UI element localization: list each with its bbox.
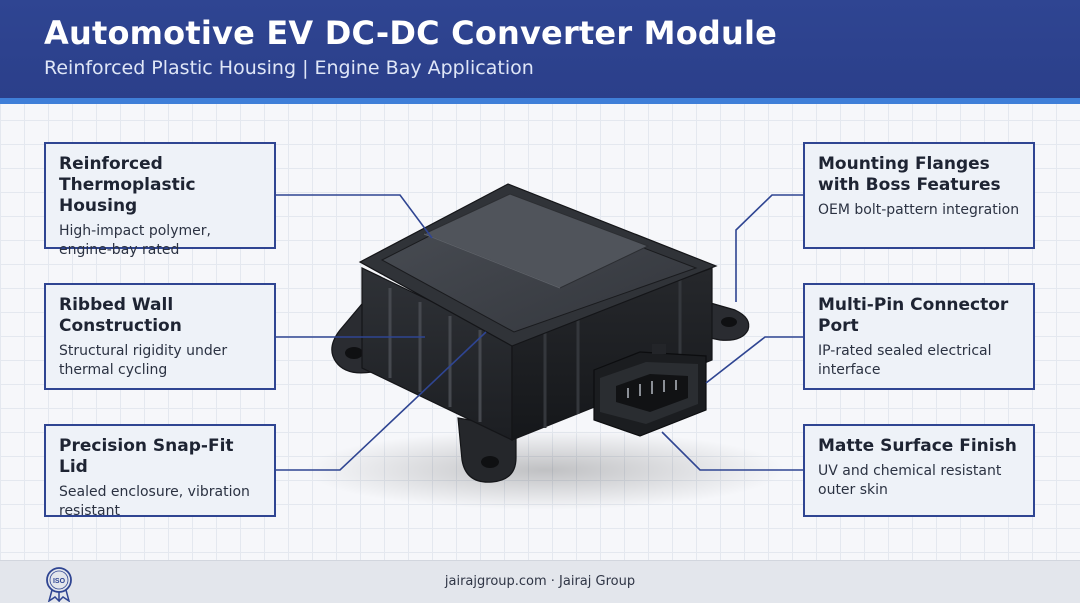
callout-ribbed-wall-desc: Structural rigidity under thermal cyclin… (59, 343, 228, 378)
footer-bar: jairajgroup.com · Jairaj Group (0, 560, 1080, 603)
leader-lid (276, 331, 487, 471)
callout-housing-desc: High-impact polymer, engine-bay rated (59, 223, 211, 258)
page-subtitle: Reinforced Plastic Housing | Engine Bay … (44, 57, 534, 79)
leader-lines (276, 194, 804, 471)
leader-finish (661, 431, 804, 471)
callout-snap-fit-lid-desc: Sealed enclosure, vibration resistant (59, 484, 250, 519)
page-title: Automotive EV DC-DC Converter Module (44, 14, 778, 52)
callout-connector-port-desc: IP-rated sealed electrical interface (818, 343, 992, 378)
callout-housing: Reinforced Thermoplastic Housing High-im… (44, 142, 276, 258)
callout-mounting-flanges-title: Mounting Flanges with Boss Features (818, 154, 1001, 195)
callout-snap-fit-lid-title: Precision Snap-Fit Lid (59, 436, 234, 477)
dc-dc-converter-housing (331, 183, 750, 483)
leader-connector (705, 336, 804, 384)
housing-shadow (305, 430, 785, 510)
header-banner: Automotive EV DC-DC Converter Module Rei… (0, 0, 1080, 104)
callout-surface-finish-desc: UV and chemical resistant outer skin (818, 463, 1002, 498)
callout-mounting-flanges-desc: OEM bolt-pattern integration (818, 202, 1020, 218)
callout-ribbed-wall: Ribbed Wall Construction Structural rigi… (44, 283, 276, 390)
footer-site-link[interactable]: jairajgroup.com · Jairaj Group (444, 574, 636, 589)
callout-housing-title: Reinforced Thermoplastic Housing (59, 154, 196, 216)
right-flange-bolt-hole (721, 317, 737, 327)
multi-pin-connector (593, 344, 707, 437)
callout-snap-fit-lid: Precision Snap-Fit Lid Sealed enclosure,… (44, 424, 276, 519)
callout-surface-finish-title: Matte Surface Finish (818, 436, 1017, 456)
callout-ribbed-wall-title: Ribbed Wall Construction (59, 295, 182, 336)
callout-surface-finish: Matte Surface Finish UV and chemical res… (803, 424, 1035, 517)
callout-connector-port-title: Multi-Pin Connector Port (818, 295, 1009, 336)
left-flange-bolt-hole (345, 347, 363, 359)
iso-certification-badge-icon: ISO (46, 567, 72, 602)
callout-connector-port: Multi-Pin Connector Port IP-rated sealed… (803, 283, 1035, 390)
front-flange-bolt-hole (481, 456, 499, 468)
callout-mounting-flanges: Mounting Flanges with Boss Features OEM … (803, 142, 1035, 249)
iso-badge-label: ISO (53, 578, 66, 585)
leader-housing (276, 194, 433, 239)
wall-ribs (388, 288, 482, 422)
leader-flanges (735, 194, 804, 302)
